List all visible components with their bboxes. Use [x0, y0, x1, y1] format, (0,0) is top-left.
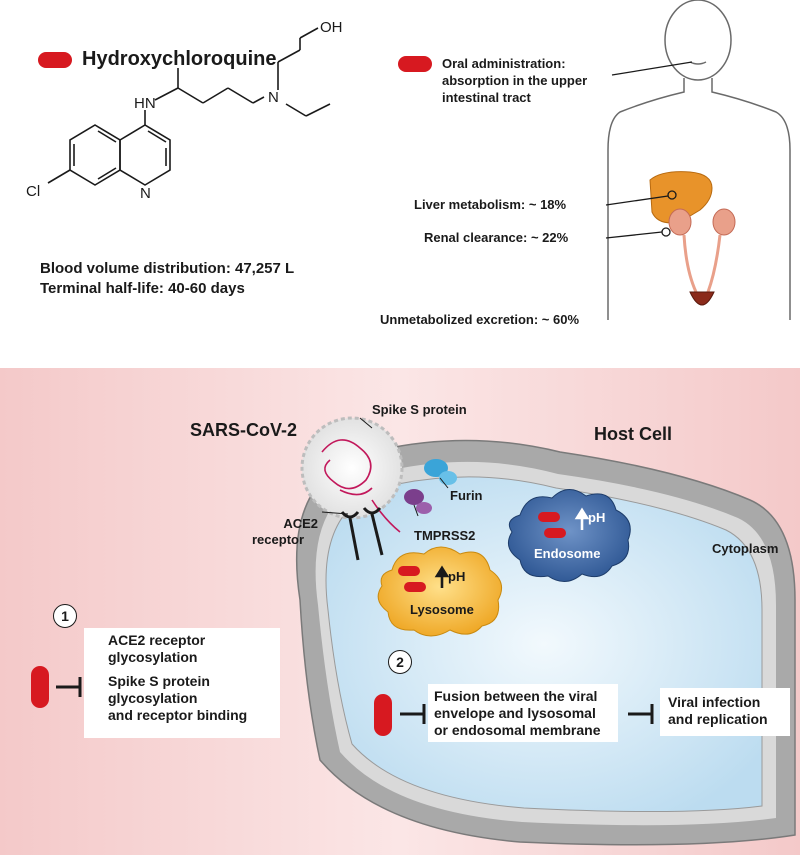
- human-body-outline: [607, 0, 791, 320]
- half-life-text: Terminal half-life: 40-60 days: [40, 280, 245, 297]
- oral-line-1: Oral administration:: [442, 56, 566, 71]
- hydroxychloroquine-structure: [47, 27, 331, 186]
- distribution-text: Blood volume distribution: 47,257 L: [40, 260, 295, 277]
- oral-line-2: absorption in the upper: [442, 73, 588, 88]
- outcome-line2: and replication: [668, 711, 768, 727]
- step2-box: [428, 684, 618, 742]
- drug-name: Hydroxychloroquine: [82, 48, 277, 70]
- unmetabolized-text: Unmetabolized excretion: ~ 60%: [380, 312, 580, 327]
- liver-text: Liver metabolism: ~ 18%: [414, 197, 567, 212]
- oral-line-3: intestinal tract: [442, 90, 531, 105]
- cytoplasm-label: Cytoplasm: [712, 541, 779, 556]
- ace2-label-2: receptor: [252, 532, 305, 547]
- host-cell-label: Host Cell: [594, 424, 673, 444]
- step2-line2: envelope and lysosomal: [434, 705, 596, 721]
- step2-line3: or endosomal membrane: [434, 722, 601, 738]
- furin-label: Furin: [450, 488, 483, 503]
- endosome-ph-label: pH: [588, 510, 606, 525]
- step1-item2-line3: and receptor binding: [108, 707, 248, 723]
- inhibition-symbols: [56, 677, 654, 724]
- step2-line1: Fusion between the viral: [434, 688, 598, 704]
- step1-item2-line2: glycosylation: [108, 690, 198, 706]
- ace2-label-1: ACE2: [283, 516, 318, 531]
- step1-box: [84, 628, 280, 738]
- organs: [649, 171, 736, 306]
- furin-protein: [424, 459, 457, 485]
- step-2-marker: 2: [388, 650, 412, 674]
- lysosome-drug-pill-2: [404, 582, 426, 592]
- tmprss2-label: TMPRSS2: [414, 528, 476, 543]
- lysosome-drug-pill-1: [398, 566, 420, 576]
- lysosome: [377, 546, 503, 637]
- tmprss2-protein: [404, 489, 432, 514]
- endosome-label: Endosome: [534, 546, 601, 561]
- step1-drug-pill-icon: [31, 666, 49, 708]
- endosome-drug-pill-1: [538, 512, 560, 522]
- step1-item1-line2: glycosylation: [108, 649, 198, 665]
- outcome-line1: Viral infection: [668, 694, 761, 710]
- endosome-ph-arrow: [574, 507, 590, 530]
- drug-pill-icon: [38, 52, 72, 68]
- renal-text: Renal clearance: ~ 22%: [424, 230, 569, 245]
- step2-drug-pill-icon: [374, 694, 392, 736]
- step-1-marker: 1: [53, 604, 77, 628]
- leader-lines: [321, 417, 449, 517]
- lysosome-label: Lysosome: [410, 602, 474, 617]
- pointer-lines: [605, 61, 693, 239]
- oral-pill-icon: [398, 56, 432, 72]
- step1-item1-line1: ACE2 receptor: [108, 632, 206, 648]
- virus-label: SARS-CoV-2: [190, 420, 298, 440]
- step1-item2-line1: Spike S protein: [108, 673, 210, 689]
- endosome-drug-pill-2: [544, 528, 566, 538]
- outcome-box: [660, 688, 790, 736]
- spike-label: Spike S protein: [372, 402, 467, 417]
- ph-arrows: [434, 565, 450, 588]
- lysosome-ph-label: pH: [448, 569, 466, 584]
